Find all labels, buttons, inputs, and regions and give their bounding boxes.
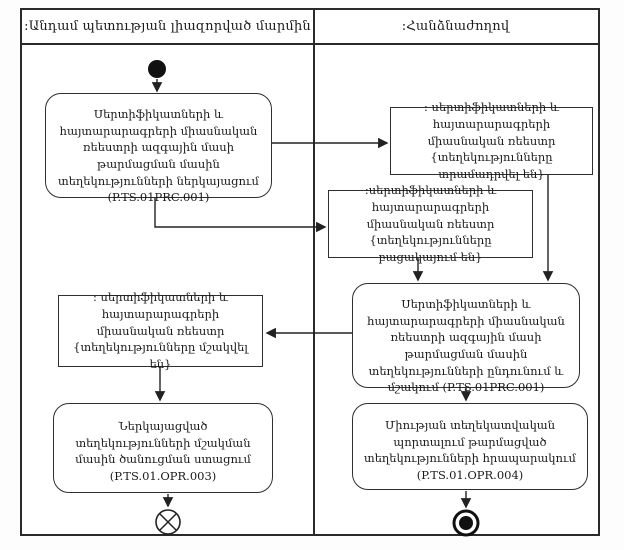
object-registry-info-processed: : սերտիֆիկատների և հայտարարագրերի միասնա… <box>58 290 263 371</box>
lane-divider <box>313 10 315 534</box>
lane-header-authorized-body: :Անդամ պետության լիազորված մարմին <box>24 19 311 34</box>
object-registry-info-provided-label: : սերտիֆիկատների և հայտարարագրերի միասնա… <box>424 100 559 182</box>
action-receive-notification: Ներկայացված տեղեկությունների մշակման մաս… <box>53 403 273 493</box>
object-registry-info-missing-label: :սերտիֆիկատների և հայտարարագրերի միասնակ… <box>364 183 497 265</box>
object-registry-info-processed-label: : սերտիֆիկատների և հայտարարագրերի միասնա… <box>73 290 248 372</box>
action-publish-info: Միության տեղեկատվական պորտալում թարմացվա… <box>352 403 588 490</box>
action-receive-process-info-label: Սերտիֆիկատների և հայտարարագրերի միասնակա… <box>367 297 565 395</box>
action-submit-info: Սերտիֆիկատների և հայտարարագրերի միասնակա… <box>45 93 272 204</box>
lane-header-row: :Անդամ պետության լիազորված մարմին :Հանձն… <box>22 10 598 45</box>
action-publish-info-label: Միության տեղեկատվական պորտալում թարմացվա… <box>364 418 576 483</box>
object-registry-info-provided: : սերտիֆիկատների և հայտարարագրերի միասնա… <box>390 100 593 181</box>
action-submit-info-label: Սերտիֆիկատների և հայտարարագրերի միասնակա… <box>58 107 259 205</box>
action-receive-notification-label: Ներկայացված տեղեկությունների մշակման մաս… <box>75 419 251 484</box>
action-receive-process-info: Սերտիֆիկատների և հայտարարագրերի միասնակա… <box>352 283 580 394</box>
object-registry-info-missing: :սերտիֆիկատների և հայտարարագրերի միասնակ… <box>328 183 533 264</box>
lane-header-commission: :Հանձնաժողով <box>401 19 510 34</box>
